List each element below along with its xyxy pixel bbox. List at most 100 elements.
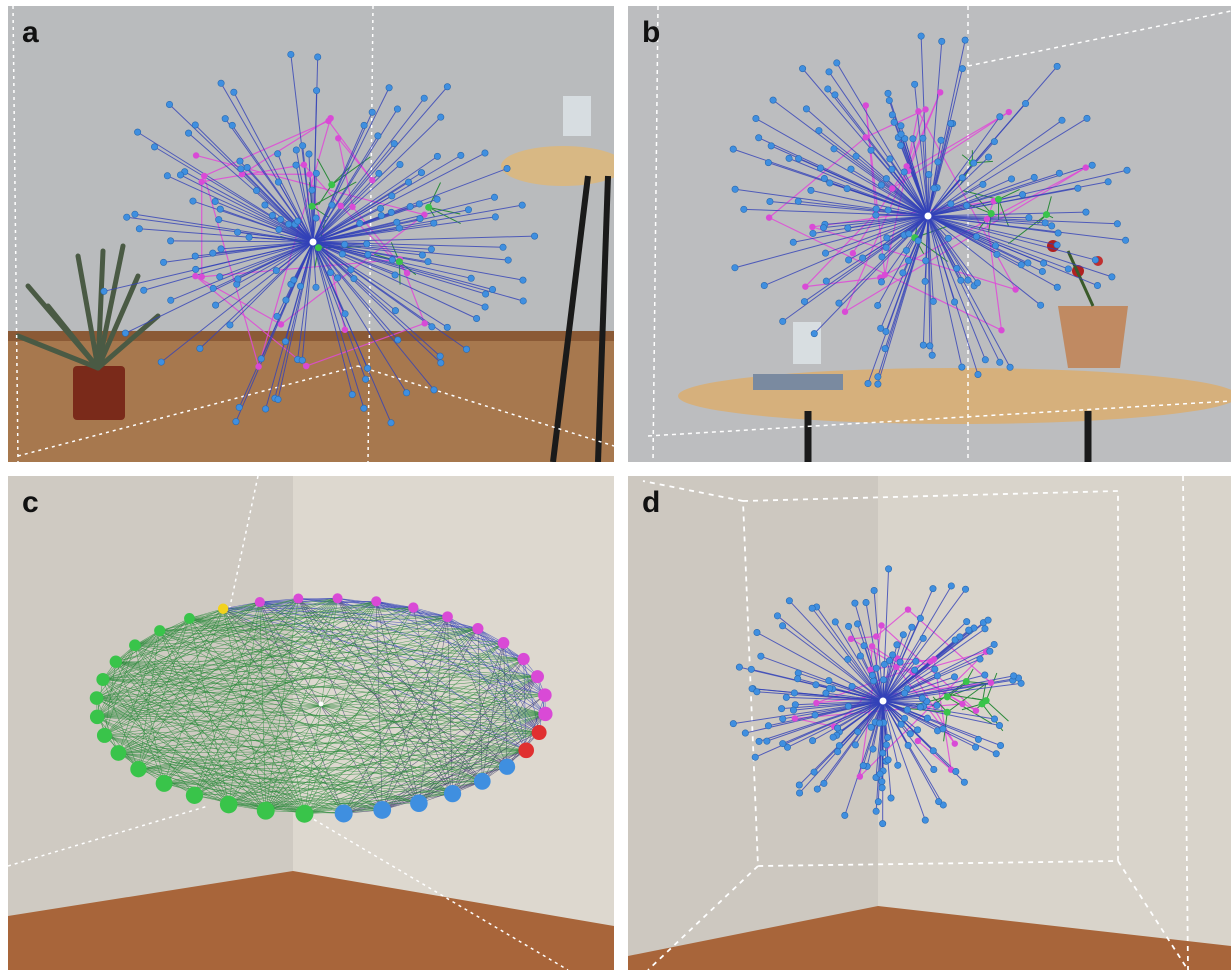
network-node <box>841 308 849 315</box>
network-edge <box>854 603 884 702</box>
network-node <box>360 121 368 129</box>
network-node <box>110 745 127 761</box>
network-edge <box>805 277 881 288</box>
network-node <box>425 203 433 211</box>
network-node <box>217 603 229 614</box>
network-node <box>965 626 973 634</box>
network-edge <box>418 658 524 804</box>
network-node <box>822 689 830 697</box>
network-node <box>915 108 922 115</box>
network-edge <box>755 118 929 217</box>
network-node <box>299 142 307 150</box>
network-edge <box>97 628 478 718</box>
network-node <box>939 725 947 733</box>
network-edge <box>159 601 260 631</box>
network-node <box>191 121 199 129</box>
network-node <box>1122 236 1130 244</box>
network-edge <box>882 700 937 706</box>
network-edge <box>134 645 165 784</box>
network-edge <box>228 642 504 805</box>
network-node <box>1053 62 1061 70</box>
network-node <box>328 201 336 209</box>
network-node <box>192 272 199 280</box>
network-node <box>350 275 358 283</box>
network-edge <box>312 97 425 243</box>
network-edge <box>265 241 314 410</box>
network-edge <box>312 241 353 395</box>
network-node <box>998 327 1005 334</box>
bounding-box <box>8 476 569 970</box>
network-edge <box>96 618 190 699</box>
network-node <box>791 715 799 722</box>
network-node <box>442 611 453 623</box>
network-node <box>851 741 859 749</box>
network-edge <box>189 618 545 696</box>
network-node <box>844 224 852 232</box>
network-edge <box>143 241 314 291</box>
network-edge <box>189 597 338 619</box>
network-node <box>189 197 197 205</box>
network-edge <box>189 618 538 677</box>
table-leg <box>595 175 611 462</box>
network-node <box>235 403 243 411</box>
glass <box>793 322 821 364</box>
network-edge <box>126 216 314 243</box>
network-edge <box>312 216 496 243</box>
network-edge <box>115 661 453 794</box>
network-node <box>935 798 943 806</box>
network-edge <box>927 215 1098 286</box>
network-node <box>292 161 300 169</box>
network-edge <box>886 215 929 239</box>
network-edge <box>189 618 344 814</box>
network-edge <box>97 716 305 814</box>
network-edge <box>798 200 929 217</box>
network-edge <box>312 235 535 243</box>
network-node <box>236 157 244 165</box>
network-edge <box>312 86 448 243</box>
network-edge <box>312 241 435 391</box>
network-node <box>1074 184 1082 192</box>
network-node <box>918 694 926 702</box>
network-node <box>436 352 444 360</box>
network-node <box>972 707 980 714</box>
network-node <box>303 362 310 370</box>
network-node <box>274 178 282 186</box>
network-node <box>200 172 208 180</box>
network-node <box>972 743 980 751</box>
network-edge <box>312 204 333 243</box>
network-node <box>997 742 1005 750</box>
network-node <box>890 118 898 126</box>
network-node <box>834 748 842 756</box>
network-node <box>951 298 959 306</box>
network-node <box>277 321 285 328</box>
network-edge <box>115 661 545 696</box>
network-node <box>292 146 300 154</box>
network-node <box>864 380 872 388</box>
network-node <box>919 134 927 142</box>
network-node <box>815 127 823 135</box>
network-node <box>300 161 308 168</box>
network-node <box>313 87 321 95</box>
network-node <box>822 249 830 257</box>
network-node <box>959 700 966 708</box>
network-node <box>418 251 426 259</box>
network-edge <box>312 155 438 243</box>
network-node <box>901 714 909 722</box>
network-node <box>790 706 798 714</box>
network-node <box>962 678 970 686</box>
network-edge <box>891 111 1010 190</box>
network-edge <box>159 630 305 814</box>
network-edge <box>965 202 992 214</box>
network-edge <box>312 241 365 409</box>
network-node <box>1030 173 1038 181</box>
network-node <box>921 277 929 285</box>
network-edge <box>189 618 305 814</box>
network-edge <box>118 630 161 754</box>
network-edge <box>275 241 314 271</box>
panel-label-b: b <box>642 16 661 49</box>
network-node <box>914 726 922 734</box>
network-edge <box>882 638 924 702</box>
network-edge <box>277 153 314 243</box>
network-node <box>255 363 262 370</box>
network-node <box>958 65 966 73</box>
